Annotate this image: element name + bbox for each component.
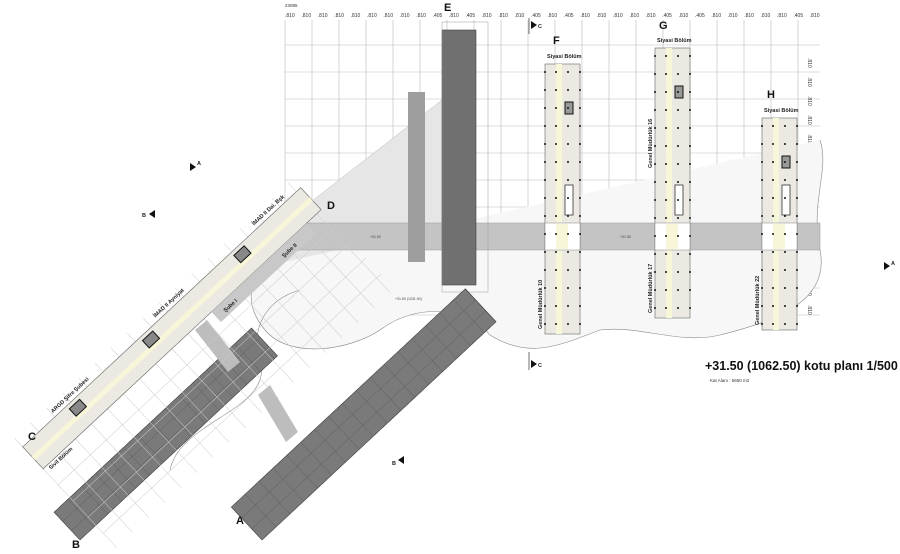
dimension-label: .810 xyxy=(806,77,812,87)
level-label: +31.50 xyxy=(370,235,381,239)
vertical-link xyxy=(408,92,425,262)
dimension-label: .810 xyxy=(301,13,311,19)
dimension-label: .405 xyxy=(695,13,705,19)
dark-wing-a xyxy=(230,288,497,541)
dimension-label: .810 xyxy=(547,13,557,19)
dimension-label: .810 xyxy=(367,13,377,19)
block-head-label: Siyasi Bölüm xyxy=(657,38,692,44)
section-a-label: A xyxy=(236,515,244,527)
section-b-marker: B xyxy=(142,213,146,219)
dimension-label: .810 xyxy=(806,96,812,106)
section-c-marker: C xyxy=(538,24,542,30)
dimension-label: .810 xyxy=(334,13,344,19)
dimension-label: .810 xyxy=(383,13,393,19)
dimension-label: .810 xyxy=(515,13,525,19)
block-foot-label: Genel Müdürlük 17 xyxy=(648,264,654,313)
connector-ramp xyxy=(195,320,240,372)
section-a-marker: A xyxy=(197,161,201,167)
block-head-label: Siyasi Bölüm xyxy=(547,54,582,60)
stair-core xyxy=(68,398,88,417)
dimension-label: .810 xyxy=(400,13,410,19)
dimension-label: .405 xyxy=(531,13,541,19)
dimension-label: .810 xyxy=(597,13,607,19)
dimension-label: .810 xyxy=(810,13,820,19)
block-upper-label: Genel Müdürlük 16 xyxy=(648,119,654,168)
dimension-label: .810 xyxy=(806,134,812,144)
wc-core xyxy=(781,184,791,216)
dimension-label: .810 xyxy=(629,13,639,19)
block-e xyxy=(441,29,477,286)
dimension-label: .810 xyxy=(761,13,771,19)
wc-core xyxy=(564,184,574,216)
dimension-label: .810 xyxy=(806,58,812,68)
dimension-label: .810 xyxy=(285,13,295,19)
section-f-label: F xyxy=(553,35,560,47)
drawing-title: +31.50 (1062.50) kotu planı 1/500 xyxy=(705,359,898,373)
section-h-label: H xyxy=(767,89,775,101)
dimension-label: .810 xyxy=(679,13,689,19)
dimension-label: .405 xyxy=(564,13,574,19)
level-label: +31.50 (1031.00) xyxy=(395,297,422,301)
dimension-label: .405 xyxy=(662,13,672,19)
dimension-label: .810 xyxy=(613,13,623,19)
diagonal-wing: ARGD Şifre Şubesi İMAD II Ayniyat İMAD I… xyxy=(14,182,391,548)
block-head-label: Siyasi Bölüm xyxy=(764,108,799,114)
section-d-label: D xyxy=(327,200,335,212)
stair-core xyxy=(233,245,252,264)
dimension-label: .810 xyxy=(318,13,328,19)
top-dimension-row: .810 .810 .810 .810 .810 .810 .810 .810 .810 .405… xyxy=(285,13,820,19)
dimension-label: .810 xyxy=(806,115,812,125)
dimension-label: .405 xyxy=(793,13,803,19)
grid-line xyxy=(88,257,367,518)
dimension-label: .810 xyxy=(777,13,787,19)
block-foot-label: Genel Müdürlük 22 xyxy=(755,276,761,325)
grid-line xyxy=(103,273,382,534)
dimension-label: .810 xyxy=(580,13,590,19)
dimension-label: .810 xyxy=(416,13,426,19)
dimension-label: .810 xyxy=(728,13,738,19)
dimension-label: .810 xyxy=(806,305,812,315)
grid-line xyxy=(73,241,352,502)
dimension-label: .405 xyxy=(465,13,475,19)
dimension-label: .810 xyxy=(498,13,508,19)
level-label: +31.50 xyxy=(620,235,631,239)
floor-area-label: Kat Alanı : 5650 m2 xyxy=(710,378,750,383)
connector-ramp xyxy=(258,385,298,442)
stair-core xyxy=(141,330,161,349)
section-c-marker: C xyxy=(538,363,542,369)
overall-dimension: 23085 xyxy=(285,3,298,8)
dimension-label: .810 xyxy=(646,13,656,19)
dimension-label: .810 xyxy=(744,13,754,19)
block-foot-label: Genel Müdürlük 10 xyxy=(538,280,544,329)
section-a-marker: A xyxy=(891,261,895,267)
dimension-label: .810 xyxy=(449,13,459,19)
grid-line xyxy=(58,225,337,486)
section-b-label: B xyxy=(72,539,80,551)
section-b-marker: B xyxy=(392,461,396,467)
diagonal-corridor xyxy=(31,197,313,460)
section-c-label: C xyxy=(28,431,36,443)
section-markers: E F G H D C C A A B B B A C xyxy=(28,2,895,551)
section-g-label: G xyxy=(659,20,668,32)
section-e-label: E xyxy=(444,2,451,14)
light-connector xyxy=(211,223,317,323)
dimension-label: .810 xyxy=(351,13,361,19)
dimension-label: .810 xyxy=(482,13,492,19)
dimension-label: .810 xyxy=(711,13,721,19)
dimension-label: .405 xyxy=(433,13,443,19)
